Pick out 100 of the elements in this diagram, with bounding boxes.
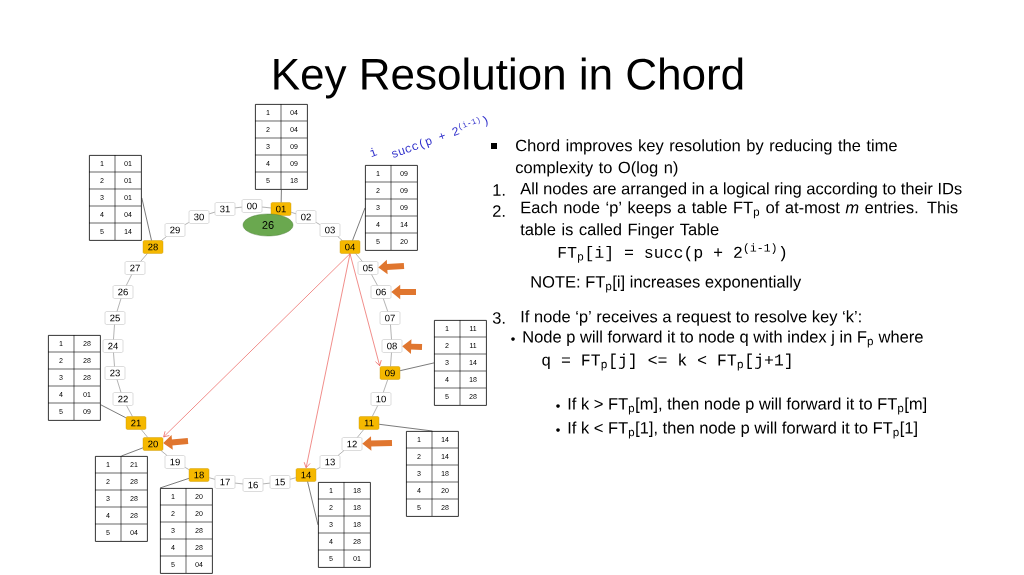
ring-link xyxy=(160,450,168,456)
ring-node: 17 xyxy=(214,475,236,489)
ring-node: 14 xyxy=(295,468,317,482)
column-heading: succ(p + 2$^{(i-1)}$) xyxy=(392,116,488,158)
ring-link xyxy=(372,405,378,417)
body-text: If k < FT$_{p}$[1], then node p will forward it to FT$_{p}$[1] xyxy=(568,421,917,439)
finger-table xyxy=(254,103,308,190)
finger-table xyxy=(47,334,101,421)
body-text: All nodes are arranged in a logical ring according to their IDs xyxy=(520,182,962,198)
ring-link xyxy=(315,467,321,470)
ring-node: 06 xyxy=(370,285,392,299)
ring-link xyxy=(290,211,297,215)
ring-link xyxy=(208,477,216,480)
leader-line xyxy=(399,362,435,371)
body-text: If k > FT$_{p}$[m], then node p will forward it to FT$_{p}$[m] xyxy=(568,397,926,415)
ring-node: 19 xyxy=(164,455,186,469)
finger-table xyxy=(364,164,418,251)
ring-link xyxy=(337,236,343,241)
ring-link xyxy=(355,253,363,262)
ring-link xyxy=(390,324,392,340)
finger-table xyxy=(317,481,371,568)
ring-node: 26 xyxy=(112,285,134,299)
ring-link xyxy=(383,298,388,312)
ring-link xyxy=(234,482,244,485)
ring-node: 31 xyxy=(214,202,236,216)
ring-node: 01 xyxy=(270,202,292,216)
ring-node: 07 xyxy=(379,311,401,325)
column-heading: i xyxy=(370,147,378,158)
ring-link xyxy=(184,222,190,225)
ring-node: 30 xyxy=(188,210,210,224)
finger-table xyxy=(94,455,148,542)
ring-node: 05 xyxy=(357,261,379,275)
ring-link xyxy=(126,405,133,417)
ring-link xyxy=(390,352,392,367)
leader-line xyxy=(352,207,366,241)
formula-text: FT$_{p}$[i] = succ(p + 2$^{(i-1)}$) xyxy=(558,243,786,263)
ring-link xyxy=(116,298,122,312)
ring-node: 04 xyxy=(339,240,361,254)
ring-link xyxy=(261,206,272,209)
ring-node: 16 xyxy=(242,478,264,492)
ring-node: 22 xyxy=(112,392,134,406)
ring-node: 24 xyxy=(102,339,124,353)
leader-line xyxy=(378,424,433,432)
ring-link xyxy=(337,450,345,456)
ring-link xyxy=(315,222,321,225)
ring-node: 10 xyxy=(370,392,392,406)
ring-node: 13 xyxy=(319,455,341,469)
body-text: Node p will forward it to node q with index j in F$_{p}$ where xyxy=(523,330,923,348)
body-text: Each node ‘p’ keeps a table FT$_{p}$ of at-most m entries. This table is called Finger Table xyxy=(520,201,958,239)
ring-node: 23 xyxy=(104,366,126,380)
body-text: If node ‘p’ receives a request to resolve key ‘k’: xyxy=(521,310,861,326)
arrow xyxy=(303,253,351,469)
list-number: 1. xyxy=(493,184,505,196)
ring-link xyxy=(208,211,216,215)
ring-link xyxy=(141,429,148,438)
ring-link xyxy=(383,379,388,393)
ring-node: 11 xyxy=(358,416,380,430)
slide-title: Key Resolution in Chord xyxy=(274,57,743,99)
arrow xyxy=(349,253,382,367)
leader-line xyxy=(280,189,282,203)
ring-node: 20 xyxy=(142,437,164,451)
ring-node: 09 xyxy=(379,366,401,380)
finger-table xyxy=(433,319,487,406)
ring-node: 00 xyxy=(241,199,263,213)
ring-link xyxy=(161,236,167,241)
list-number: 2. xyxy=(493,205,505,217)
ring-link xyxy=(116,379,122,393)
ring-node: 02 xyxy=(295,210,317,224)
finger-table xyxy=(405,430,459,517)
ring-link xyxy=(289,477,297,480)
ring-link xyxy=(140,253,148,262)
ring-node: 29 xyxy=(164,223,186,237)
body-text: NOTE: FT$_{p}$[i] increases exponentially xyxy=(531,275,802,293)
ring-link xyxy=(371,274,378,286)
ring-link xyxy=(234,206,243,209)
ring-node: 08 xyxy=(381,339,403,353)
leader-line xyxy=(121,447,144,457)
finger-table xyxy=(159,487,213,574)
ring-link xyxy=(357,429,364,438)
formula-text: q = FT$_{p}$[j] <= k < FT$_{p}$[j+1] xyxy=(542,353,791,371)
list-number: 3. xyxy=(492,312,505,324)
leader-line xyxy=(159,478,190,489)
leader-line xyxy=(141,197,152,241)
leader-line xyxy=(307,481,319,526)
arrow xyxy=(163,253,351,438)
ring-node: 12 xyxy=(341,437,363,451)
finger-table xyxy=(88,154,142,241)
leader-line xyxy=(100,404,127,419)
ring-link xyxy=(113,352,115,367)
ring-link xyxy=(184,467,190,470)
ring-link xyxy=(262,482,271,485)
body-text: Chord improves key resolution by reducing the time complexity to O(log n) xyxy=(515,139,897,177)
ring-link xyxy=(113,324,115,340)
ring-node: 03 xyxy=(319,223,341,237)
ring-node: 15 xyxy=(269,475,291,489)
ring-node: 21 xyxy=(125,416,147,430)
ring-node: 18 xyxy=(188,468,210,482)
ring-node: 28 xyxy=(142,240,164,254)
ring-node: 25 xyxy=(104,311,126,325)
ring-link xyxy=(126,274,132,286)
